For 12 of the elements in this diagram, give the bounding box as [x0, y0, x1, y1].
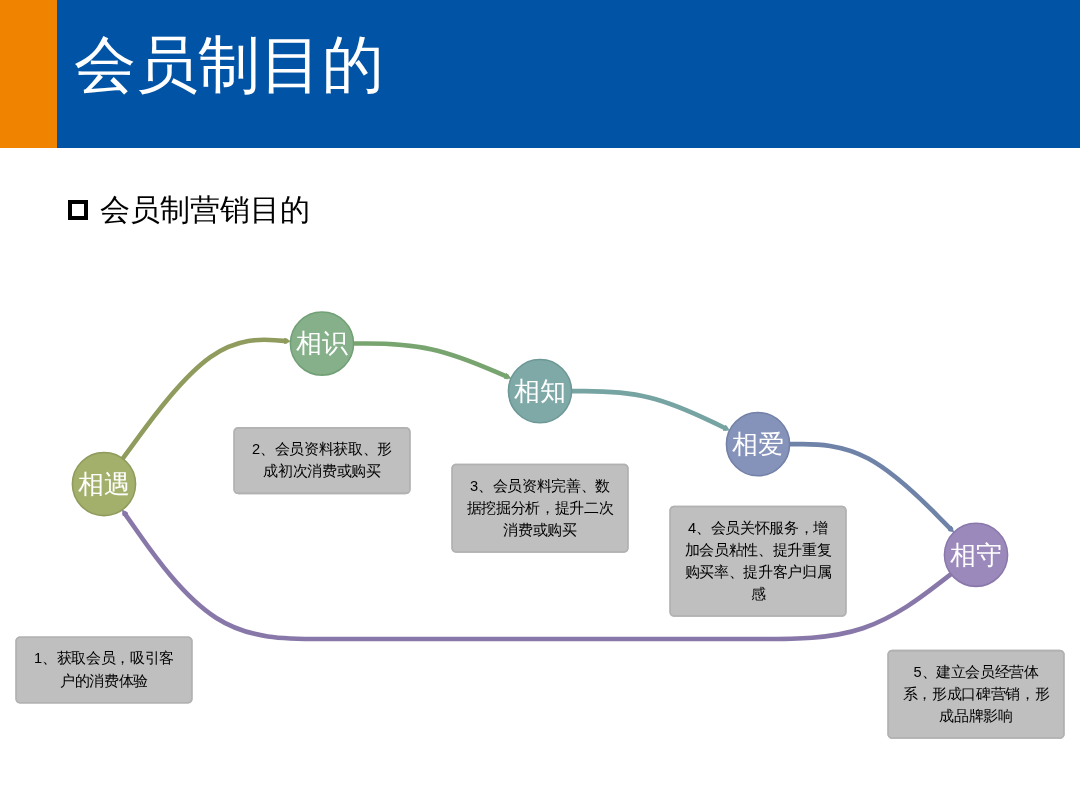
arrow [121, 509, 953, 642]
node-circle: 相遇 [71, 451, 137, 517]
arrow [353, 341, 512, 380]
arrow [120, 337, 291, 460]
arrow [789, 441, 955, 533]
section-heading: 会员制营销目的 [100, 192, 310, 228]
arrow [571, 388, 730, 432]
node-circle: 相知 [507, 358, 573, 424]
node-circle: 相守 [943, 522, 1009, 588]
node-circle: 相识 [289, 311, 355, 376]
slide-title: 会员制目的 [74, 28, 384, 103]
node-circle: 相爱 [725, 411, 791, 477]
